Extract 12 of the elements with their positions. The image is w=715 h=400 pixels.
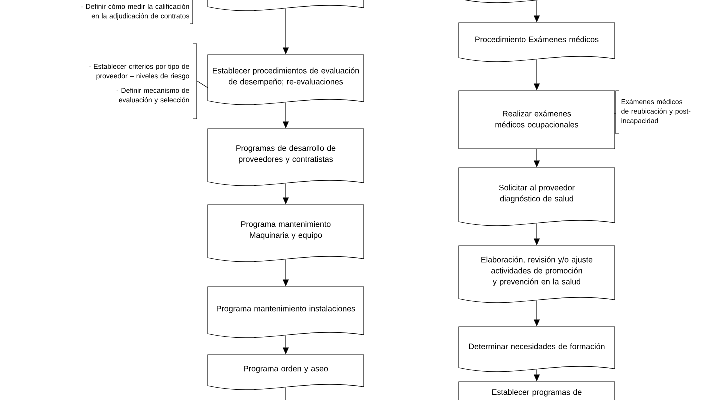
document-box: Programa orden y aseo xyxy=(208,354,364,390)
document-box: Programas de desarrollo de proveedores y contratistas xyxy=(208,128,364,186)
document-box: Elaboración, revisión y/o ajuste actividades de promoción y prevención en la salud xyxy=(458,246,616,304)
process-box: Realizar exámenes médicos ocupacionales xyxy=(458,90,616,150)
document-box: Solicitar al proveedor diagnóstico de salud xyxy=(458,168,616,226)
document-box: Establecer procedimientos de evaluación de desempeño; re-evaluaciones xyxy=(208,54,364,106)
document-box: Procedimiento Exámenes médicos xyxy=(458,22,616,62)
document-box xyxy=(208,0,364,12)
document-box: Programa mantenimiento instalaciones xyxy=(208,286,364,338)
document-box: Determinar necesidades de formación xyxy=(458,326,616,372)
document-box: Establecer programas de xyxy=(458,382,616,400)
document-box: Programa mantenimiento Maquinaria y equipo xyxy=(208,204,364,262)
